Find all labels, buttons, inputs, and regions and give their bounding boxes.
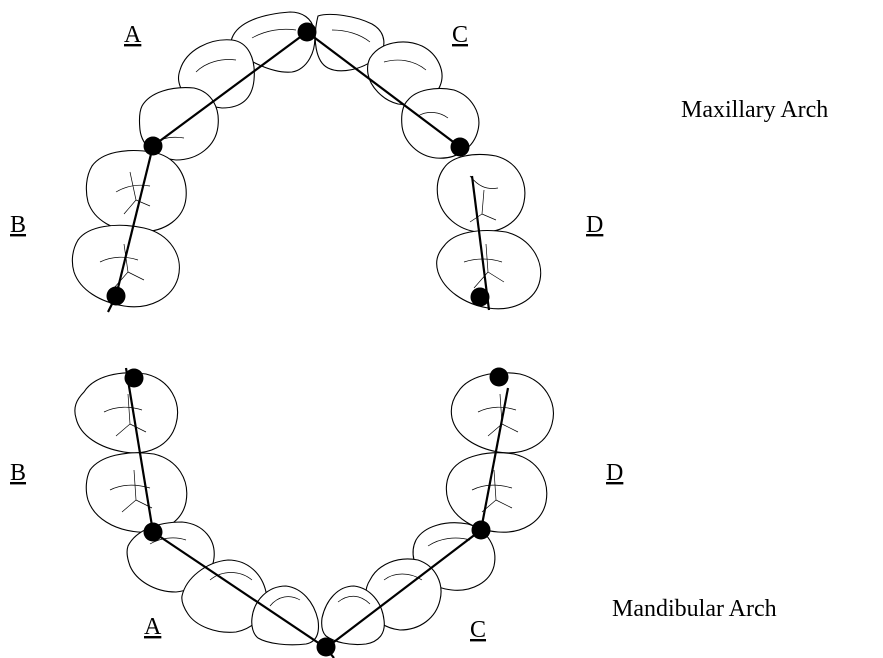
mand-point-right-molar: [489, 367, 509, 387]
max-point-left-molar: [106, 286, 126, 306]
max-label-a: A: [124, 22, 142, 48]
max-label-c: C: [452, 22, 468, 48]
max-tooth-molar2-right: [436, 229, 542, 310]
mand-tooth-molar1-left: [85, 452, 188, 533]
max-label-d: D: [586, 212, 603, 238]
labels: A C B D Maxillary Arch B D A C Mandibula…: [10, 22, 828, 643]
max-point-incisal: [297, 22, 317, 42]
mand-tooth-central-right: [321, 585, 385, 646]
max-point-left-canine: [143, 136, 163, 156]
mand-label-c: C: [470, 617, 486, 643]
max-tooth-molar2-left: [71, 224, 180, 308]
mand-tooth-central-left: [251, 585, 320, 646]
max-tooth-molar1-left: [85, 149, 187, 233]
mand-point-left-canine: [143, 522, 163, 542]
mand-label-a: A: [144, 614, 162, 640]
max-arch-title: Maxillary Arch: [681, 97, 828, 123]
mandibular-arch: [74, 367, 554, 658]
max-tooth-molar1-right: [436, 153, 526, 233]
mand-label-d: D: [606, 460, 623, 486]
maxillary-arch: [71, 11, 542, 313]
max-label-b: B: [10, 212, 26, 238]
mand-tooth-molar1-right: [445, 452, 548, 533]
max-point-right-molar: [470, 287, 490, 307]
mand-point-incisal: [316, 637, 336, 657]
mand-connecting-lines: [124, 367, 510, 658]
max-connecting-lines: [107, 31, 491, 313]
mand-arch-title: Mandibular Arch: [612, 596, 777, 622]
mand-point-right-canine: [471, 520, 491, 540]
max-point-right-canine: [450, 137, 470, 157]
mand-tooth-molar2-left: [74, 372, 178, 454]
mand-point-left-molar: [124, 368, 144, 388]
mand-label-b: B: [10, 460, 26, 486]
